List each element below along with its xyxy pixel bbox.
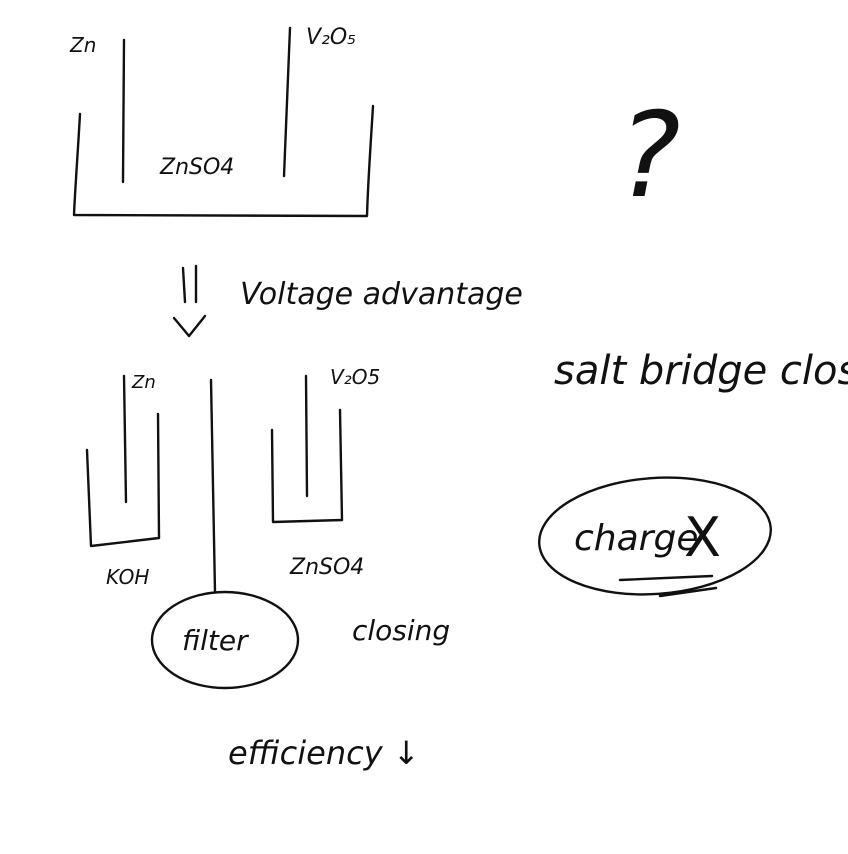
bottom-right-electrolyte-label: ZnSO4 bbox=[289, 555, 364, 580]
top-electrolyte-label: ZnSO4 bbox=[159, 155, 234, 180]
bottom-v2o5-electrode bbox=[304, 374, 309, 498]
filter-circle bbox=[150, 590, 300, 690]
bottom-zn-electrode bbox=[122, 374, 128, 504]
salt-bridge-note: salt bridge closing bbox=[554, 348, 848, 394]
down-arrow-icon bbox=[172, 264, 207, 338]
top-cathode-label: V₂O₅ bbox=[306, 25, 356, 50]
filter-label: filter bbox=[182, 624, 249, 657]
top-anode-label: Zn bbox=[69, 33, 96, 57]
bottom-cell: Zn KOH V₂O5 ZnSO4 filter closing efficie… bbox=[85, 365, 450, 772]
bottom-left-electrolyte-label: KOH bbox=[106, 565, 149, 589]
efficiency-note: efficiency ↓ bbox=[228, 734, 420, 772]
separator-membrane bbox=[209, 378, 217, 594]
closing-note: closing bbox=[352, 614, 450, 647]
bottom-cathode-label: V₂O5 bbox=[330, 365, 380, 389]
top-v2o5-electrode bbox=[282, 26, 292, 178]
bottom-anode-label: Zn bbox=[131, 372, 156, 393]
charge-x-mark: X bbox=[684, 506, 721, 569]
question-mark: ? bbox=[618, 86, 681, 224]
charge-circle bbox=[538, 476, 772, 596]
top-cell-beaker bbox=[72, 104, 375, 218]
bottom-left-beaker bbox=[85, 412, 161, 548]
bottom-right-beaker bbox=[270, 408, 344, 524]
charge-group: charge X bbox=[538, 476, 772, 598]
top-zn-electrode bbox=[121, 38, 126, 184]
charge-label: charge bbox=[574, 518, 698, 559]
charge-underline bbox=[618, 574, 718, 598]
top-cell: Zn V₂O₅ ZnSO4 bbox=[69, 25, 375, 218]
voltage-advantage-note: Voltage advantage bbox=[240, 277, 523, 312]
